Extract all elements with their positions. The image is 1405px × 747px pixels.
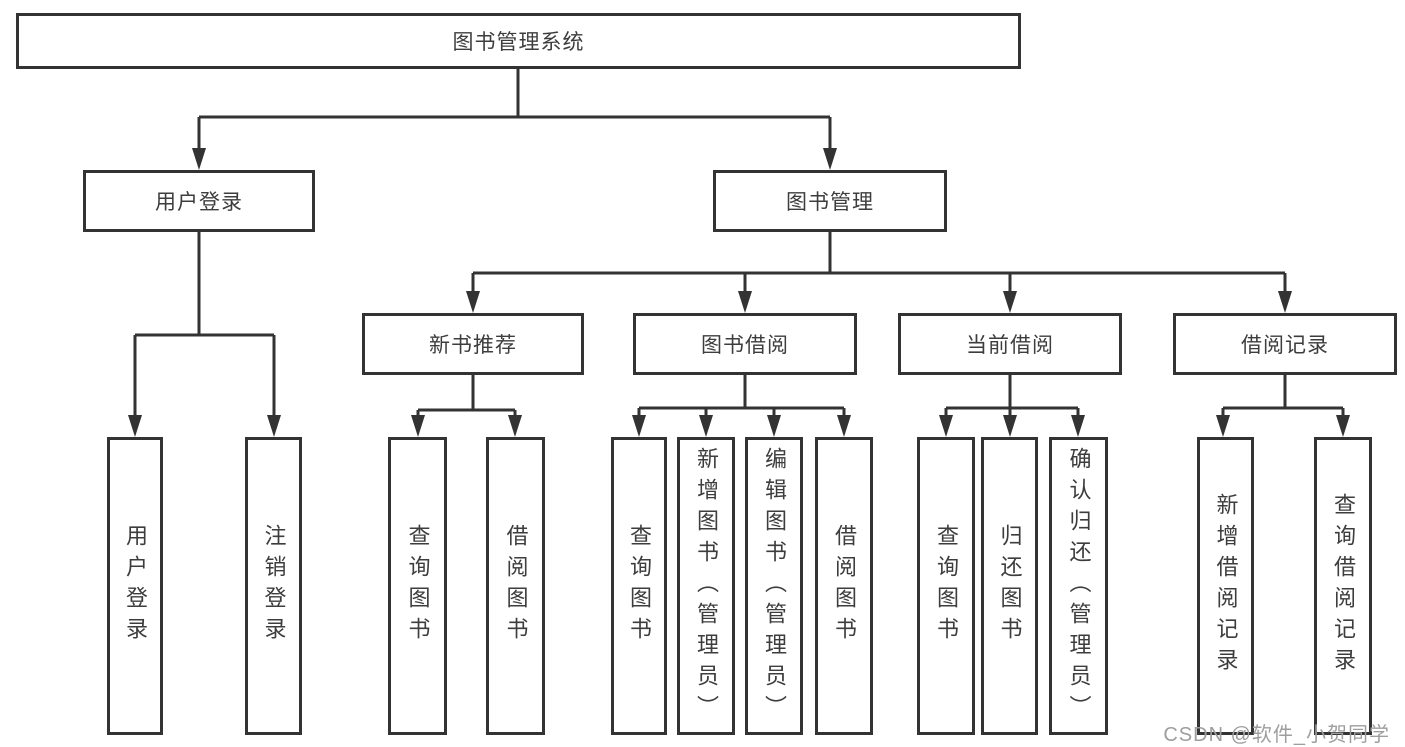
- node-user-login: 用户登录: [83, 170, 315, 232]
- node-new-book-recommend: 新书推荐: [362, 313, 584, 375]
- connector-current-borrowing-children: [939, 375, 1085, 437]
- node-leaf-user-login: 用户登录: [107, 437, 163, 735]
- node-leaf-borrow-books: 借阅图书: [486, 437, 545, 735]
- connector-user-login-children: [128, 232, 281, 437]
- node-leaf-return-books: 归还图书: [981, 437, 1038, 735]
- node-leaf-edit-books-admin: 编辑图书（管理员）: [745, 437, 803, 735]
- edge-line: [416, 375, 517, 421]
- node-leaf-confirm-return-admin: 确认归还（管理员）: [1049, 437, 1108, 735]
- arrowhead: [1216, 415, 1230, 437]
- arrowhead: [192, 148, 206, 170]
- arrowhead: [411, 415, 425, 437]
- connector-borrowing-records-children: [1216, 375, 1350, 437]
- node-book-borrowing: 图书借阅: [633, 313, 857, 375]
- arrowhead: [1003, 415, 1017, 437]
- edge-line: [133, 232, 276, 421]
- node-library-management-system: 图书管理系统: [16, 13, 1021, 69]
- node-leaf-add-books-admin: 新增图书（管理员）: [677, 437, 735, 735]
- node-leaf-query-books: 查询图书: [917, 437, 975, 735]
- arrowhead: [1003, 291, 1017, 313]
- node-current-borrowing: 当前借阅: [898, 313, 1122, 375]
- node-leaf-logout: 注销登录: [245, 437, 302, 735]
- connector-new-book-recommend-children: [411, 375, 522, 437]
- edge-line: [1221, 375, 1345, 421]
- arrowhead: [939, 415, 953, 437]
- arrowhead: [1278, 291, 1292, 313]
- edge-line: [197, 69, 832, 154]
- arrowhead: [738, 291, 752, 313]
- arrowhead: [508, 415, 522, 437]
- node-borrowing-records: 借阅记录: [1173, 313, 1397, 375]
- connector-book-borrowing-children: [632, 375, 851, 437]
- connector-book-management-children: [466, 232, 1292, 313]
- node-leaf-query-books: 查询图书: [388, 437, 447, 735]
- edge-line: [944, 375, 1080, 421]
- edge-line: [637, 375, 846, 421]
- arrowhead: [823, 148, 837, 170]
- arrowhead: [267, 415, 281, 437]
- node-leaf-query-borrow-record: 查询借阅记录: [1314, 437, 1372, 735]
- connector-root-to-level2: [192, 69, 837, 170]
- arrowhead: [767, 415, 781, 437]
- edge-line: [471, 232, 1287, 297]
- arrowhead: [466, 291, 480, 313]
- arrowhead: [128, 415, 142, 437]
- arrowhead: [632, 415, 646, 437]
- arrowhead: [699, 415, 713, 437]
- arrowhead: [837, 415, 851, 437]
- node-leaf-add-borrow-record: 新增借阅记录: [1197, 437, 1254, 735]
- node-leaf-query-books: 查询图书: [611, 437, 667, 735]
- node-leaf-borrow-books: 借阅图书: [815, 437, 873, 735]
- arrowhead: [1336, 415, 1350, 437]
- node-book-management: 图书管理: [713, 170, 947, 232]
- arrowhead: [1071, 415, 1085, 437]
- csdn-watermark: CSDN @软件_小贺同学: [1163, 724, 1390, 746]
